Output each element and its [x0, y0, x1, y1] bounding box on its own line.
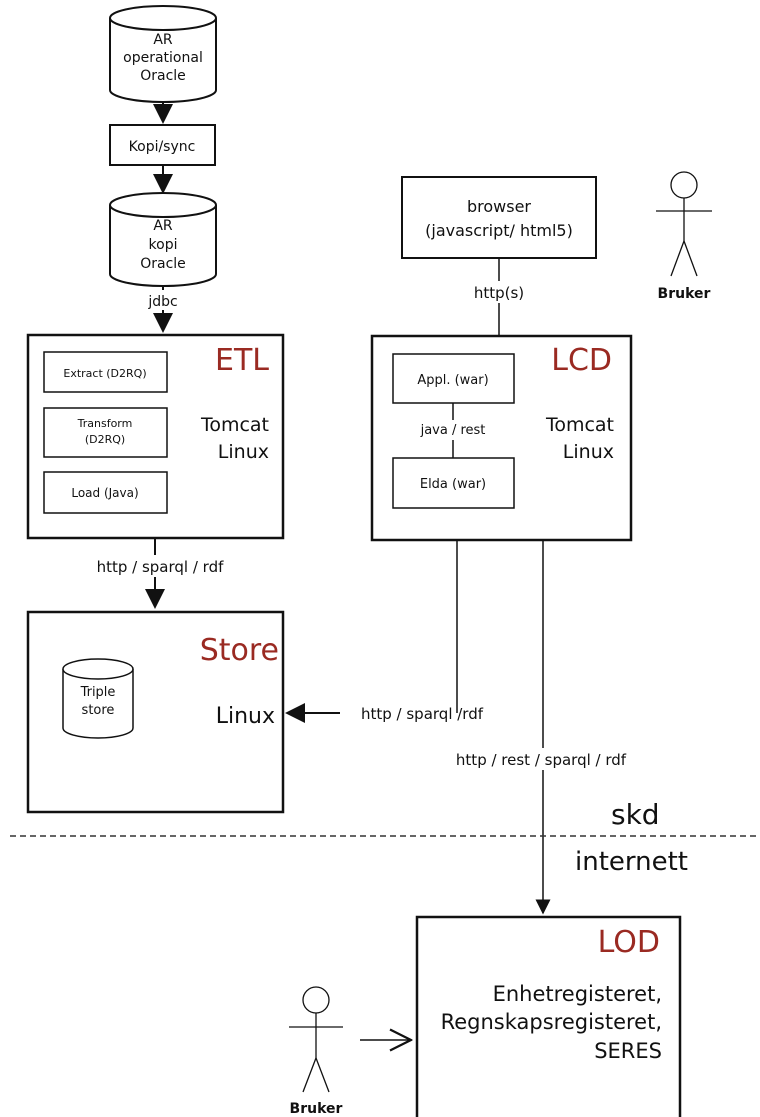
lod-line-2: Regnskapsregisteret, [441, 1010, 662, 1034]
ar-kopi-db: AR kopi Oracle [109, 192, 217, 287]
elda-war-box [392, 457, 515, 509]
actor-label-bottom: Bruker [290, 1101, 343, 1117]
store-box: Store Triple store Linux [26, 610, 285, 814]
ar-kopi-line-2: kopi [149, 237, 178, 253]
kopi-sync-label: Kopi/sync [129, 139, 196, 155]
ar-operational-line-3: Oracle [140, 68, 186, 84]
lod-line-3: SERES [594, 1039, 662, 1063]
actor-label-top: Bruker [658, 286, 711, 302]
java-rest-label: java / rest [420, 423, 486, 438]
ar-operational-line-1: AR [153, 32, 173, 48]
elda-war-label: Elda (war) [420, 477, 486, 492]
https-label-bg [462, 281, 536, 303]
lcd-store-label: http / sparql /rdf [361, 705, 484, 723]
lcd-lod-label-bg [446, 748, 636, 770]
appl-war-box [392, 353, 515, 404]
etl-title: ETL [215, 343, 269, 378]
lcd-box: LCD Appl. (war) java / rest Elda (war) T… [370, 334, 633, 542]
etl-store-label-bg [76, 555, 248, 577]
lcd-platform-line-2: Linux [563, 441, 614, 463]
extract-label: Extract (D2RQ) [63, 367, 146, 380]
load-box [43, 471, 168, 514]
extract-box [43, 351, 168, 393]
lod-box: LOD Enhetregisteret, Regnskapsregisteret… [415, 915, 682, 1117]
lcd-title: LCD [551, 343, 612, 378]
etl-platform-line-1: Tomcat [200, 414, 269, 436]
triple-store-db [62, 669, 134, 739]
lcd-lod-label: http / rest / sparql / rdf [456, 751, 627, 769]
kopi-sync-box: Kopi/sync [109, 124, 216, 166]
https-label: http(s) [474, 284, 524, 302]
triple-store-line-1: Triple [80, 685, 116, 700]
lcd-platform-line-1: Tomcat [545, 414, 614, 436]
triple-store-line-2: store [82, 703, 115, 718]
browser-line-1: browser [467, 197, 531, 216]
lod-title: LOD [598, 925, 660, 960]
appl-war-label: Appl. (war) [417, 373, 488, 388]
user-actor-icon [656, 171, 712, 277]
etl-platform-line-2: Linux [218, 441, 269, 463]
jdbc-label-bg [140, 290, 186, 310]
etl-store-label: http / sparql / rdf [97, 558, 225, 576]
ar-operational-db: AR operational Oracle [109, 5, 217, 103]
store-platform: Linux [216, 704, 275, 729]
transform-line-2: (D2RQ) [85, 433, 125, 446]
lod-line-1: Enhetregisteret, [493, 982, 662, 1006]
transform-box [43, 407, 168, 458]
store-title: Store [200, 633, 279, 668]
transform-line-1: Transform [77, 417, 133, 430]
load-label: Load (Java) [71, 486, 138, 500]
zone-internett: internett [575, 847, 688, 877]
ar-kopi-line-1: AR [153, 218, 173, 234]
ar-operational-line-2: operational [123, 50, 203, 66]
browser-line-2: (javascript/ html5) [425, 221, 573, 240]
ar-kopi-line-3: Oracle [140, 256, 186, 272]
browser-box: browser (javascript/ html5) [401, 176, 597, 259]
jdbc-label: jdbc [147, 294, 177, 310]
user-actor-bottom-icon [289, 986, 343, 1093]
etl-box: ETL Extract (D2RQ) Transform (D2RQ) Load… [26, 333, 285, 540]
zone-skd: skd [611, 798, 660, 831]
